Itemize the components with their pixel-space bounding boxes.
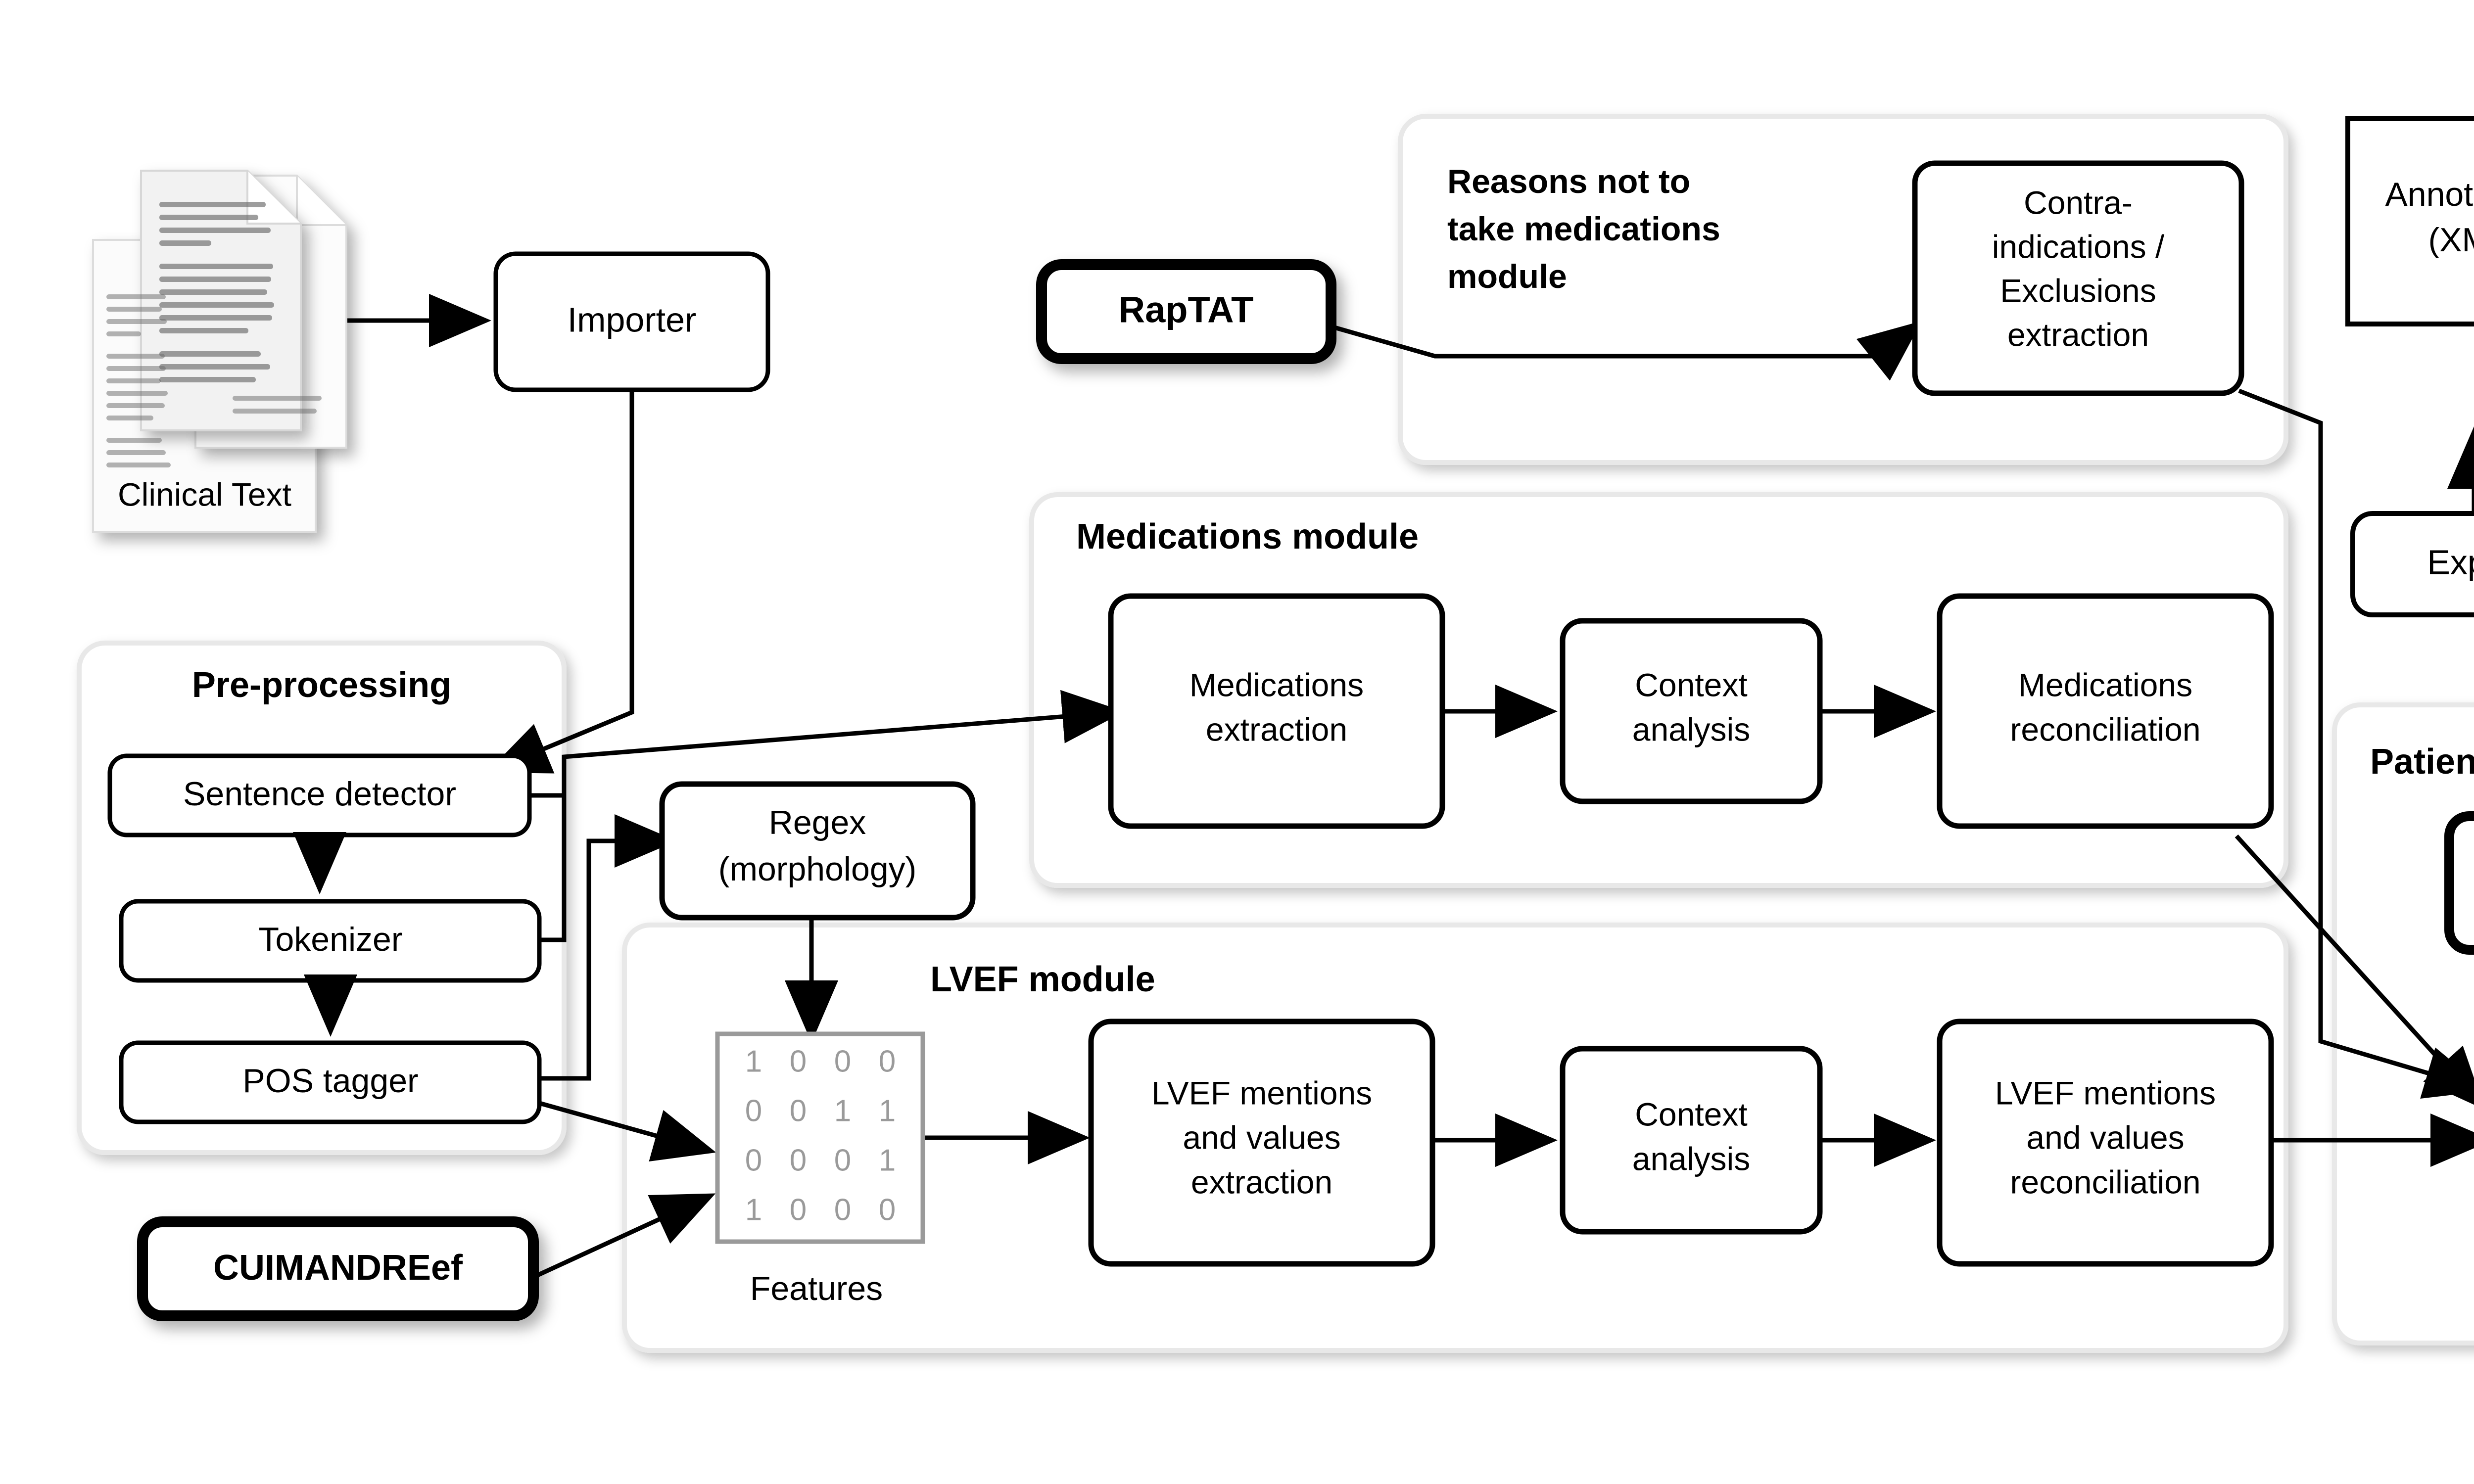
edge-pos-to-regex [539,814,677,1081]
medications-context-analysis-box[interactable] [1560,618,1823,804]
features-matrix-box [715,1031,925,1244]
medications-extraction-box[interactable] [1108,593,1445,829]
svg-text:1: 1 [879,1143,896,1177]
cuimandreef-box[interactable] [137,1216,539,1321]
svg-text:Medications: Medications [2018,666,2192,703]
svg-text:0: 0 [790,1044,807,1078]
svg-text:analysis: analysis [1632,1140,1750,1177]
svg-text:LVEF mentions: LVEF mentions [1151,1074,1372,1111]
svg-text:0: 0 [834,1193,851,1227]
lvef-extraction-label: LVEF mentions and values extraction [1151,1074,1372,1200]
medications-reconciliation-box[interactable] [1937,593,2274,829]
svg-text:0: 0 [745,1094,762,1128]
reasons-module-title-line3: module [1447,258,1567,295]
clinical-text-label: Clinical Text [118,476,291,512]
contraindications-extraction-label: Contra- indications / Exclusions extract… [1992,184,2165,353]
svg-text:0: 0 [790,1094,807,1128]
importer-box[interactable] [493,251,770,392]
svg-text:reconciliation: reconciliation [2010,1163,2200,1200]
exporters-box[interactable] [2350,511,2474,617]
lvef-module-title: LVEF module [930,960,1155,999]
patient-level-classification-box[interactable] [2444,811,2474,955]
edge-contraindications-to-rules [2238,388,2474,1099]
svg-text:Context: Context [1635,666,1747,703]
svg-text:analysis: analysis [1632,711,1750,747]
svg-text:1: 1 [745,1193,762,1227]
importer-label: Importer [568,300,697,339]
edge-importer-to-preprocessing [486,390,634,774]
edge-cuimandreef-to-features [523,1193,716,1284]
svg-text:1: 1 [879,1094,896,1128]
svg-text:extraction: extraction [2007,316,2149,353]
svg-text:1: 1 [834,1094,851,1128]
edge-medrec-to-rules [2235,834,2474,1110]
features-caption: Features [750,1270,883,1307]
edge-sentence-to-medications [529,690,1125,798]
svg-text:Contra-: Contra- [2024,184,2133,221]
edge-pos-to-features [538,1101,716,1161]
exporters-label: Exporters [2427,543,2474,581]
svg-text:0: 0 [790,1143,807,1177]
svg-text:Context: Context [1635,1096,1747,1132]
medications-reconciliation-label: Medications reconciliation [2010,666,2200,747]
clinical-text-document-stack [92,170,347,533]
tokenizer-label: Tokenizer [258,921,402,958]
regex-box[interactable] [659,781,976,921]
pos-tagger-label: POS tagger [242,1062,418,1100]
svg-text:and values: and values [2026,1119,2184,1156]
annotations-label-line2: (XML) [2428,221,2474,259]
regex-label-line2: (morphology) [718,850,917,888]
svg-text:1: 1 [745,1044,762,1078]
edge-tokenizer-trunk [539,796,567,942]
lvef-extraction-box[interactable] [1088,1019,1435,1267]
svg-text:0: 0 [745,1143,762,1177]
lvef-context-analysis-label: Context analysis [1632,1096,1750,1177]
annotations-document [2345,116,2474,326]
medications-context-analysis-label: Context analysis [1632,666,1750,747]
lvef-reconciliation-box[interactable] [1937,1019,2274,1267]
svg-text:0: 0 [790,1193,807,1227]
svg-text:reconciliation: reconciliation [2010,711,2200,747]
module-container-lvef [622,923,2288,1353]
svg-text:0: 0 [879,1193,896,1227]
svg-text:Medications: Medications [1189,666,1364,703]
raptat-label: RapTAT [1119,289,1254,330]
svg-text:0: 0 [834,1044,851,1078]
regex-label-line1: Regex [769,804,866,841]
document-text-lines [159,202,274,382]
svg-text:extraction: extraction [1206,711,1347,747]
svg-text:0: 0 [834,1143,851,1177]
features-matrix-values: 1 0 0 0 0 0 1 1 0 0 0 1 1 0 0 0 [745,1044,896,1227]
annotations-label-line1: Annotations [2385,176,2474,213]
reasons-module-title-line2: take medications [1447,210,1720,248]
sentence-detector-label: Sentence detector [183,775,456,813]
svg-text:LVEF mentions: LVEF mentions [1995,1074,2216,1111]
preprocessing-step-pos-tagger[interactable] [119,1040,542,1124]
lvef-reconciliation-label: LVEF mentions and values reconciliation [1995,1074,2216,1200]
svg-text:0: 0 [879,1044,896,1078]
patient-module-title: Patient module [2370,742,2474,782]
reasons-module-title-line1: Reasons not to [1447,163,1690,200]
svg-text:Exclusions: Exclusions [2000,272,2156,309]
cuimandreef-label: CUIMANDREef [213,1248,463,1288]
preprocessing-title: Pre-processing [192,665,451,705]
connectors [346,294,2474,1284]
svg-text:indications /: indications / [1992,228,2165,265]
lvef-context-analysis-box[interactable] [1560,1046,1823,1235]
medications-module-title: Medications module [1076,517,1419,556]
svg-text:and values: and values [1183,1119,1340,1156]
raptat-box[interactable] [1036,259,1336,364]
contraindications-extraction-box[interactable] [1912,160,2244,396]
edge-raptat-to-contraindications [1330,321,1922,381]
medications-extraction-label: Medications extraction [1189,666,1364,747]
svg-text:extraction: extraction [1191,1163,1332,1200]
